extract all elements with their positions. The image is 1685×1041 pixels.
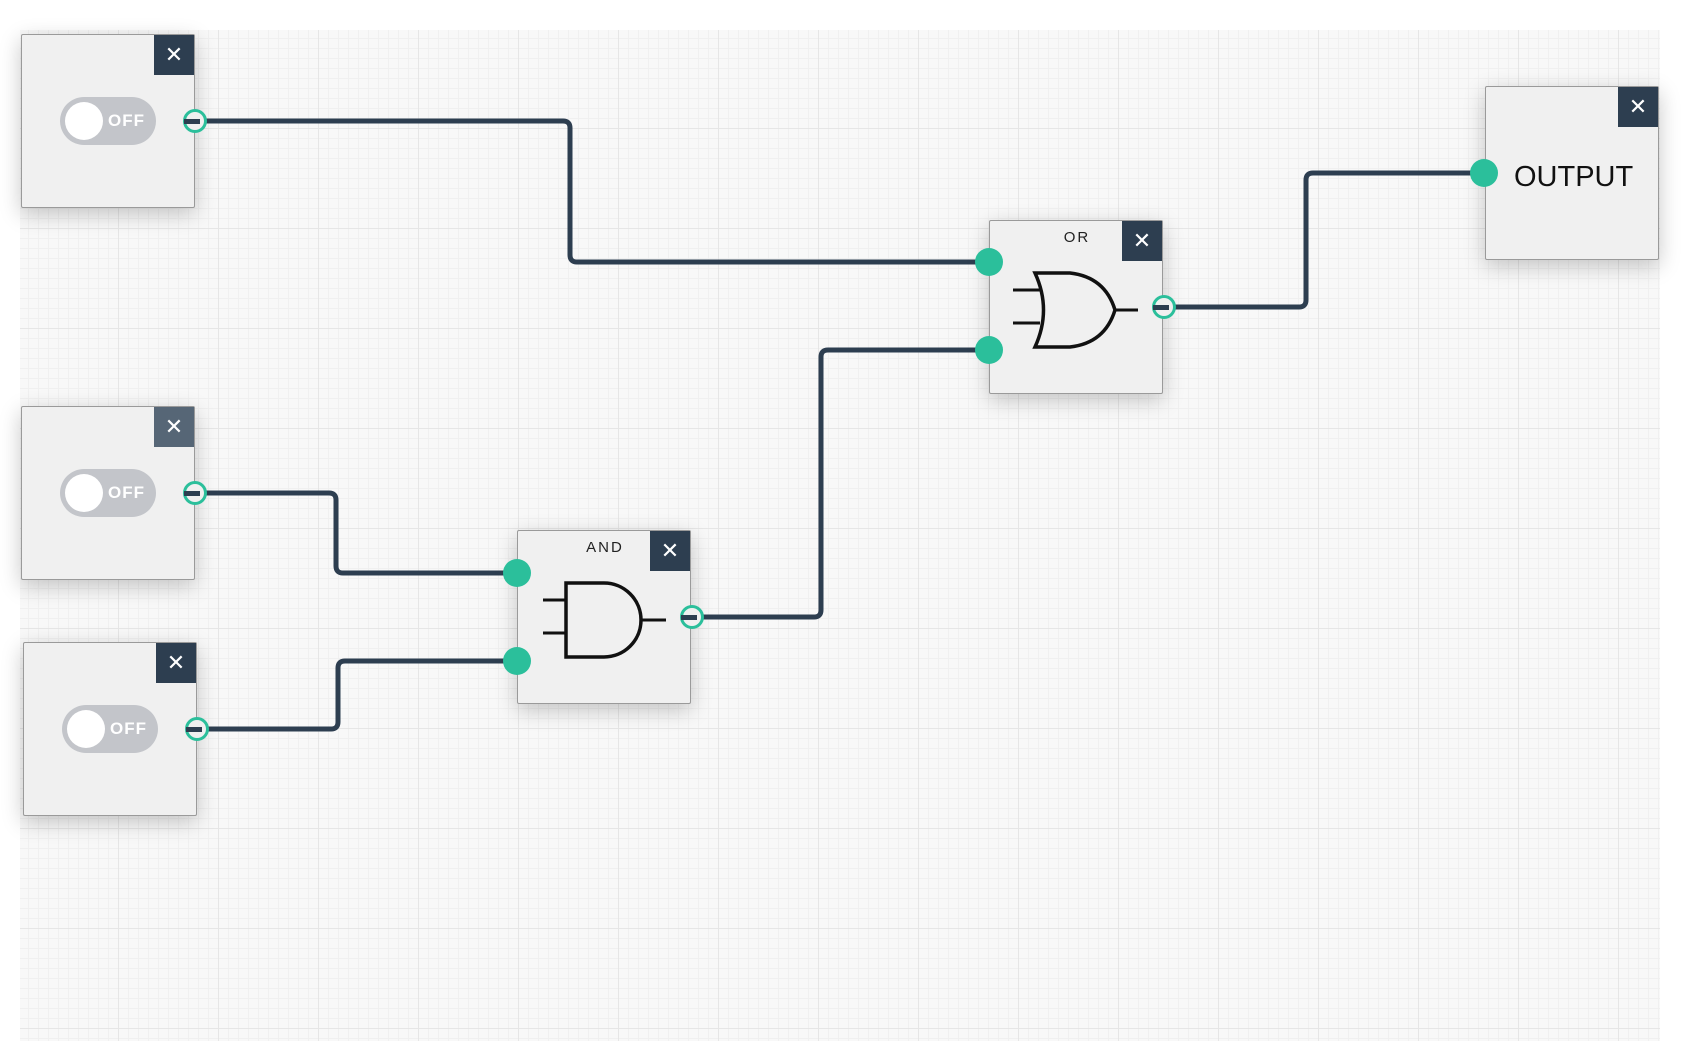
close-and-gate-button[interactable]: ✕ xyxy=(650,531,690,571)
switch-3-output-port[interactable] xyxy=(185,717,209,741)
switch-1-output-port[interactable] xyxy=(183,109,207,133)
and-gate-node[interactable]: AND ✕ xyxy=(517,530,691,704)
close-or-gate-button[interactable]: ✕ xyxy=(1122,221,1162,261)
close-switch-1-button[interactable]: ✕ xyxy=(154,35,194,75)
gate-title: AND xyxy=(586,539,624,556)
close-switch-2-button[interactable]: ✕ xyxy=(154,407,194,447)
output-node[interactable]: ✕ OUTPUT xyxy=(1485,86,1659,260)
output-input-port[interactable] xyxy=(1470,159,1498,187)
or-gate-node[interactable]: OR ✕ xyxy=(989,220,1163,394)
switch-2-output-port[interactable] xyxy=(183,481,207,505)
switch-3-toggle[interactable]: OFF xyxy=(62,705,158,753)
or-input-port-b[interactable] xyxy=(975,336,1003,364)
output-label: OUTPUT xyxy=(1514,161,1634,193)
gate-title: OR xyxy=(1063,229,1091,246)
circuit-canvas[interactable] xyxy=(20,30,1660,1041)
switch-1-toggle[interactable]: OFF xyxy=(60,97,156,145)
toggle-state-label: OFF xyxy=(110,719,147,738)
and-input-port-a[interactable] xyxy=(503,559,531,587)
close-output-button[interactable]: ✕ xyxy=(1618,87,1658,127)
and-output-port[interactable] xyxy=(680,605,704,629)
toggle-state-label: OFF xyxy=(108,111,145,130)
switch-node-1[interactable]: ✕ OFF xyxy=(21,34,195,208)
toggle-knob xyxy=(65,102,103,140)
switch-node-2[interactable]: ✕ OFF xyxy=(21,406,195,580)
toggle-state-label: OFF xyxy=(108,483,145,502)
toggle-knob xyxy=(67,710,105,748)
or-output-port[interactable] xyxy=(1152,295,1176,319)
switch-2-toggle[interactable]: OFF xyxy=(60,469,156,517)
or-gate-icon xyxy=(1013,271,1138,349)
and-gate-icon xyxy=(543,581,666,659)
switch-node-3[interactable]: ✕ OFF xyxy=(23,642,197,816)
or-input-port-a[interactable] xyxy=(975,248,1003,276)
toggle-knob xyxy=(65,474,103,512)
and-input-port-b[interactable] xyxy=(503,647,531,675)
close-switch-3-button[interactable]: ✕ xyxy=(156,643,196,683)
